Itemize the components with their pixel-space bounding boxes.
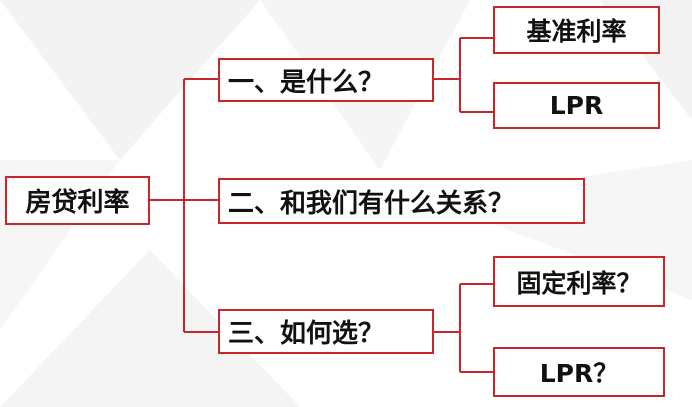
leaf-node-label: LPR <box>549 91 604 120</box>
branch-node-relation: 二、和我们有什么关系？ <box>218 178 585 224</box>
leaf-node-label: 基准利率 <box>526 17 627 46</box>
background-shape <box>0 250 300 407</box>
branch-node-label: 一、是什么？ <box>228 67 385 98</box>
root-node: 房贷利率 <box>5 176 150 225</box>
branch-node-how-to-choose: 三、如何选？ <box>218 309 434 354</box>
background-shape <box>0 0 260 160</box>
leaf-node-lpr-question: LPR？ <box>493 347 665 397</box>
root-node-label: 房贷利率 <box>25 188 130 218</box>
leaf-node-label: 固定利率？ <box>516 268 642 298</box>
branch-node-what: 一、是什么？ <box>218 58 434 102</box>
branch-node-label: 三、如何选？ <box>228 319 385 349</box>
leaf-node-lpr: LPR <box>493 82 660 129</box>
branch-node-label: 二、和我们有什么关系？ <box>228 188 515 219</box>
leaf-node-fixed-rate: 固定利率？ <box>493 256 665 307</box>
leaf-node-label: LPR？ <box>539 359 619 388</box>
leaf-node-benchmark-rate: 基准利率 <box>493 6 660 54</box>
